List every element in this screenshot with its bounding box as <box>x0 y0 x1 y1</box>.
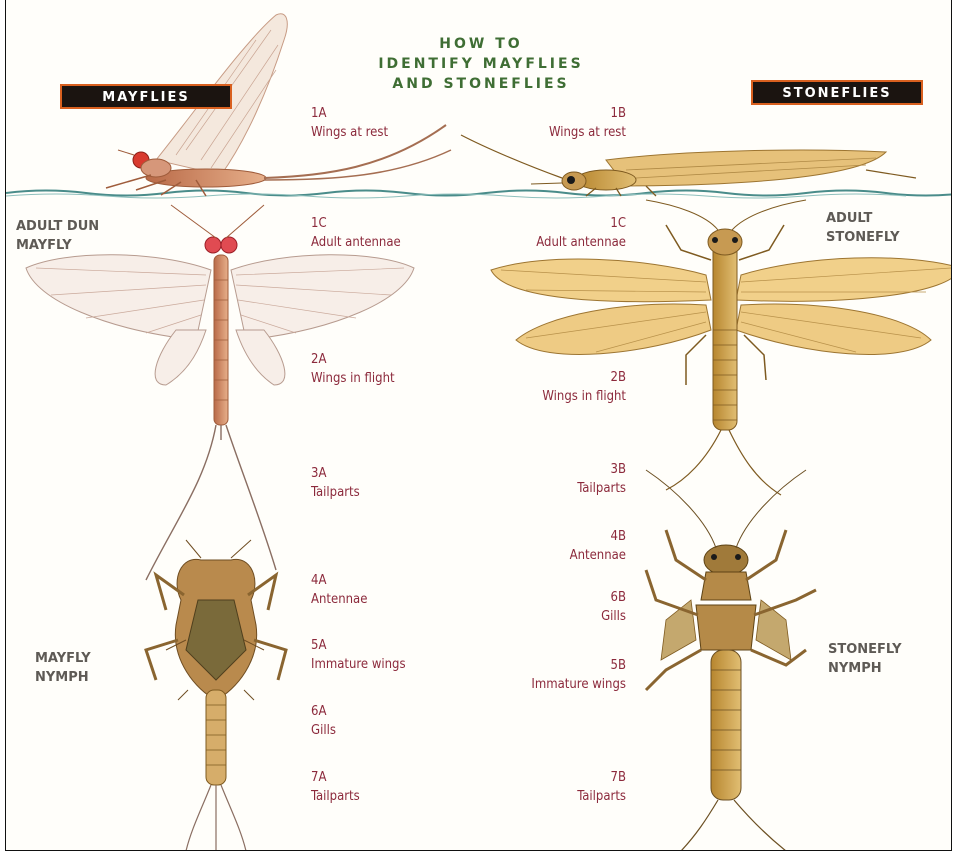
callout-text: Gills <box>311 721 336 740</box>
callout-code: 3B <box>486 460 626 479</box>
callout-code: 7B <box>486 768 626 787</box>
callout-text: Tailparts <box>311 483 360 502</box>
stonefly-nymph <box>646 470 816 851</box>
title-line-3: AND STONEFLIES <box>336 74 626 94</box>
callout-code: 4B <box>486 527 626 546</box>
callout-2b: 2B Wings in flight <box>476 368 626 406</box>
callout-1b: 1B Wings at rest <box>486 104 626 142</box>
callout-3a: 3A Tailparts <box>311 464 360 502</box>
callout-code: 1C <box>311 214 401 233</box>
callout-text: Immature wings <box>311 655 406 674</box>
callout-5b: 5B Immature wings <box>476 656 626 694</box>
callout-4a: 4A Antennae <box>311 571 367 609</box>
callout-text: Antennae <box>311 590 367 609</box>
callout-text: Tailparts <box>486 787 626 806</box>
callout-7a: 7A Tailparts <box>311 768 360 806</box>
callout-code: 6B <box>486 588 626 607</box>
callout-code: 3A <box>311 464 360 483</box>
callout-1a: 1A Wings at rest <box>311 104 388 142</box>
adult-stonefly-label: ADULT STONEFLY <box>826 209 900 247</box>
callout-code: 5A <box>311 636 406 655</box>
callout-1c-mayfly: 1C Adult antennae <box>311 214 401 252</box>
callout-text: Wings in flight <box>311 369 395 388</box>
mayfly-nymph-label-line1: MAYFLY <box>35 649 91 668</box>
water-surface <box>6 191 952 199</box>
callout-text: Gills <box>486 607 626 626</box>
callout-text: Wings at rest <box>486 123 626 142</box>
callout-code: 7A <box>311 768 360 787</box>
stonefly-nymph-label-line2: NYMPH <box>828 659 902 678</box>
callout-4b: 4B Antennae <box>486 527 626 565</box>
callout-text: Wings at rest <box>311 123 388 142</box>
title-line-2: IDENTIFY MAYFLIES <box>336 54 626 74</box>
mayfly-in-flight <box>26 205 414 580</box>
callout-2a: 2A Wings in flight <box>311 350 395 388</box>
diagram-frame: HOW TO IDENTIFY MAYFLIES AND STONEFLIES … <box>5 0 952 851</box>
callout-code: 2B <box>476 368 626 387</box>
diagram-title: HOW TO IDENTIFY MAYFLIES AND STONEFLIES <box>336 34 626 94</box>
callout-code: 5B <box>476 656 626 675</box>
callout-6a: 6A Gills <box>311 702 336 740</box>
mayflies-badge: MAYFLIES <box>60 84 232 109</box>
callout-3b: 3B Tailparts <box>486 460 626 498</box>
callout-text: Adult antennae <box>476 233 626 252</box>
adult-dun-label-line2: MAYFLY <box>16 236 99 255</box>
stonefly-nymph-label: STONEFLY NYMPH <box>828 640 902 678</box>
mayfly-nymph <box>146 540 286 851</box>
callout-code: 1B <box>486 104 626 123</box>
callout-code: 4A <box>311 571 367 590</box>
callout-text: Wings in flight <box>476 387 626 406</box>
adult-dun-label-line1: ADULT DUN <box>16 217 99 236</box>
callout-text: Tailparts <box>486 479 626 498</box>
callout-7b: 7B Tailparts <box>486 768 626 806</box>
callout-code: 1C <box>476 214 626 233</box>
adult-stonefly-label-line2: STONEFLY <box>826 228 900 247</box>
callout-code: 1A <box>311 104 388 123</box>
callout-text: Tailparts <box>311 787 360 806</box>
callout-code: 2A <box>311 350 395 369</box>
stonefly-at-rest <box>461 135 916 196</box>
insect-illustrations <box>6 0 952 851</box>
callout-6b: 6B Gills <box>486 588 626 626</box>
callout-code: 6A <box>311 702 336 721</box>
stoneflies-badge: STONEFLIES <box>751 80 923 105</box>
callout-1c-stonefly: 1C Adult antennae <box>476 214 626 252</box>
callout-text: Adult antennae <box>311 233 401 252</box>
adult-dun-mayfly-label: ADULT DUN MAYFLY <box>16 217 99 255</box>
callout-text: Antennae <box>486 546 626 565</box>
stonefly-nymph-label-line1: STONEFLY <box>828 640 902 659</box>
mayfly-nymph-label-line2: NYMPH <box>35 668 91 687</box>
title-line-1: HOW TO <box>336 34 626 54</box>
callout-5a: 5A Immature wings <box>311 636 406 674</box>
callout-text: Immature wings <box>476 675 626 694</box>
mayfly-nymph-label: MAYFLY NYMPH <box>35 649 91 687</box>
adult-stonefly-label-line1: ADULT <box>826 209 900 228</box>
